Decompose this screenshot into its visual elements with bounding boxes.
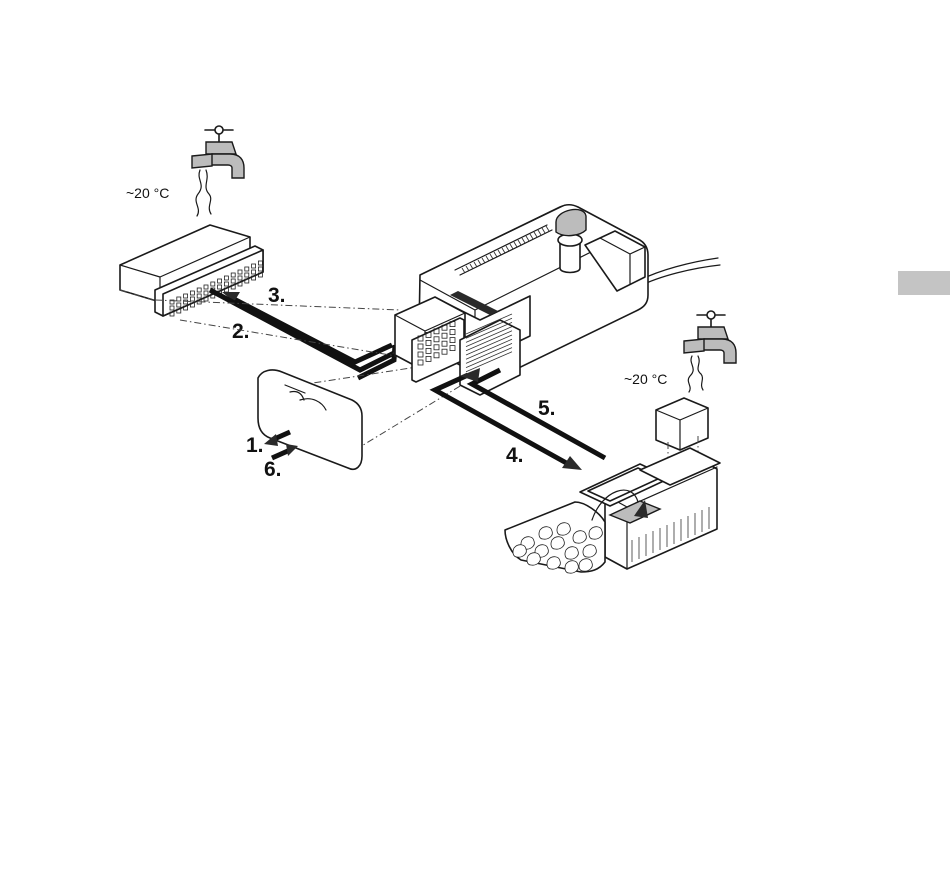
step-1-label: 1. xyxy=(246,434,264,457)
front-cover xyxy=(258,370,362,469)
left-temperature-label: ~20 °C xyxy=(126,185,169,201)
right-faucet-icon xyxy=(684,311,736,392)
page-edge-tab xyxy=(898,271,950,295)
step-2-label: 2. xyxy=(232,320,250,343)
filter-media-bag xyxy=(505,502,605,573)
step-4-label: 4. xyxy=(506,444,524,467)
left-faucet-icon xyxy=(192,126,244,216)
right-temperature-label: ~20 °C xyxy=(624,371,667,387)
step-5-label: 5. xyxy=(538,397,556,420)
step-3-label: 3. xyxy=(268,284,286,307)
step-6-label: 6. xyxy=(264,458,282,481)
